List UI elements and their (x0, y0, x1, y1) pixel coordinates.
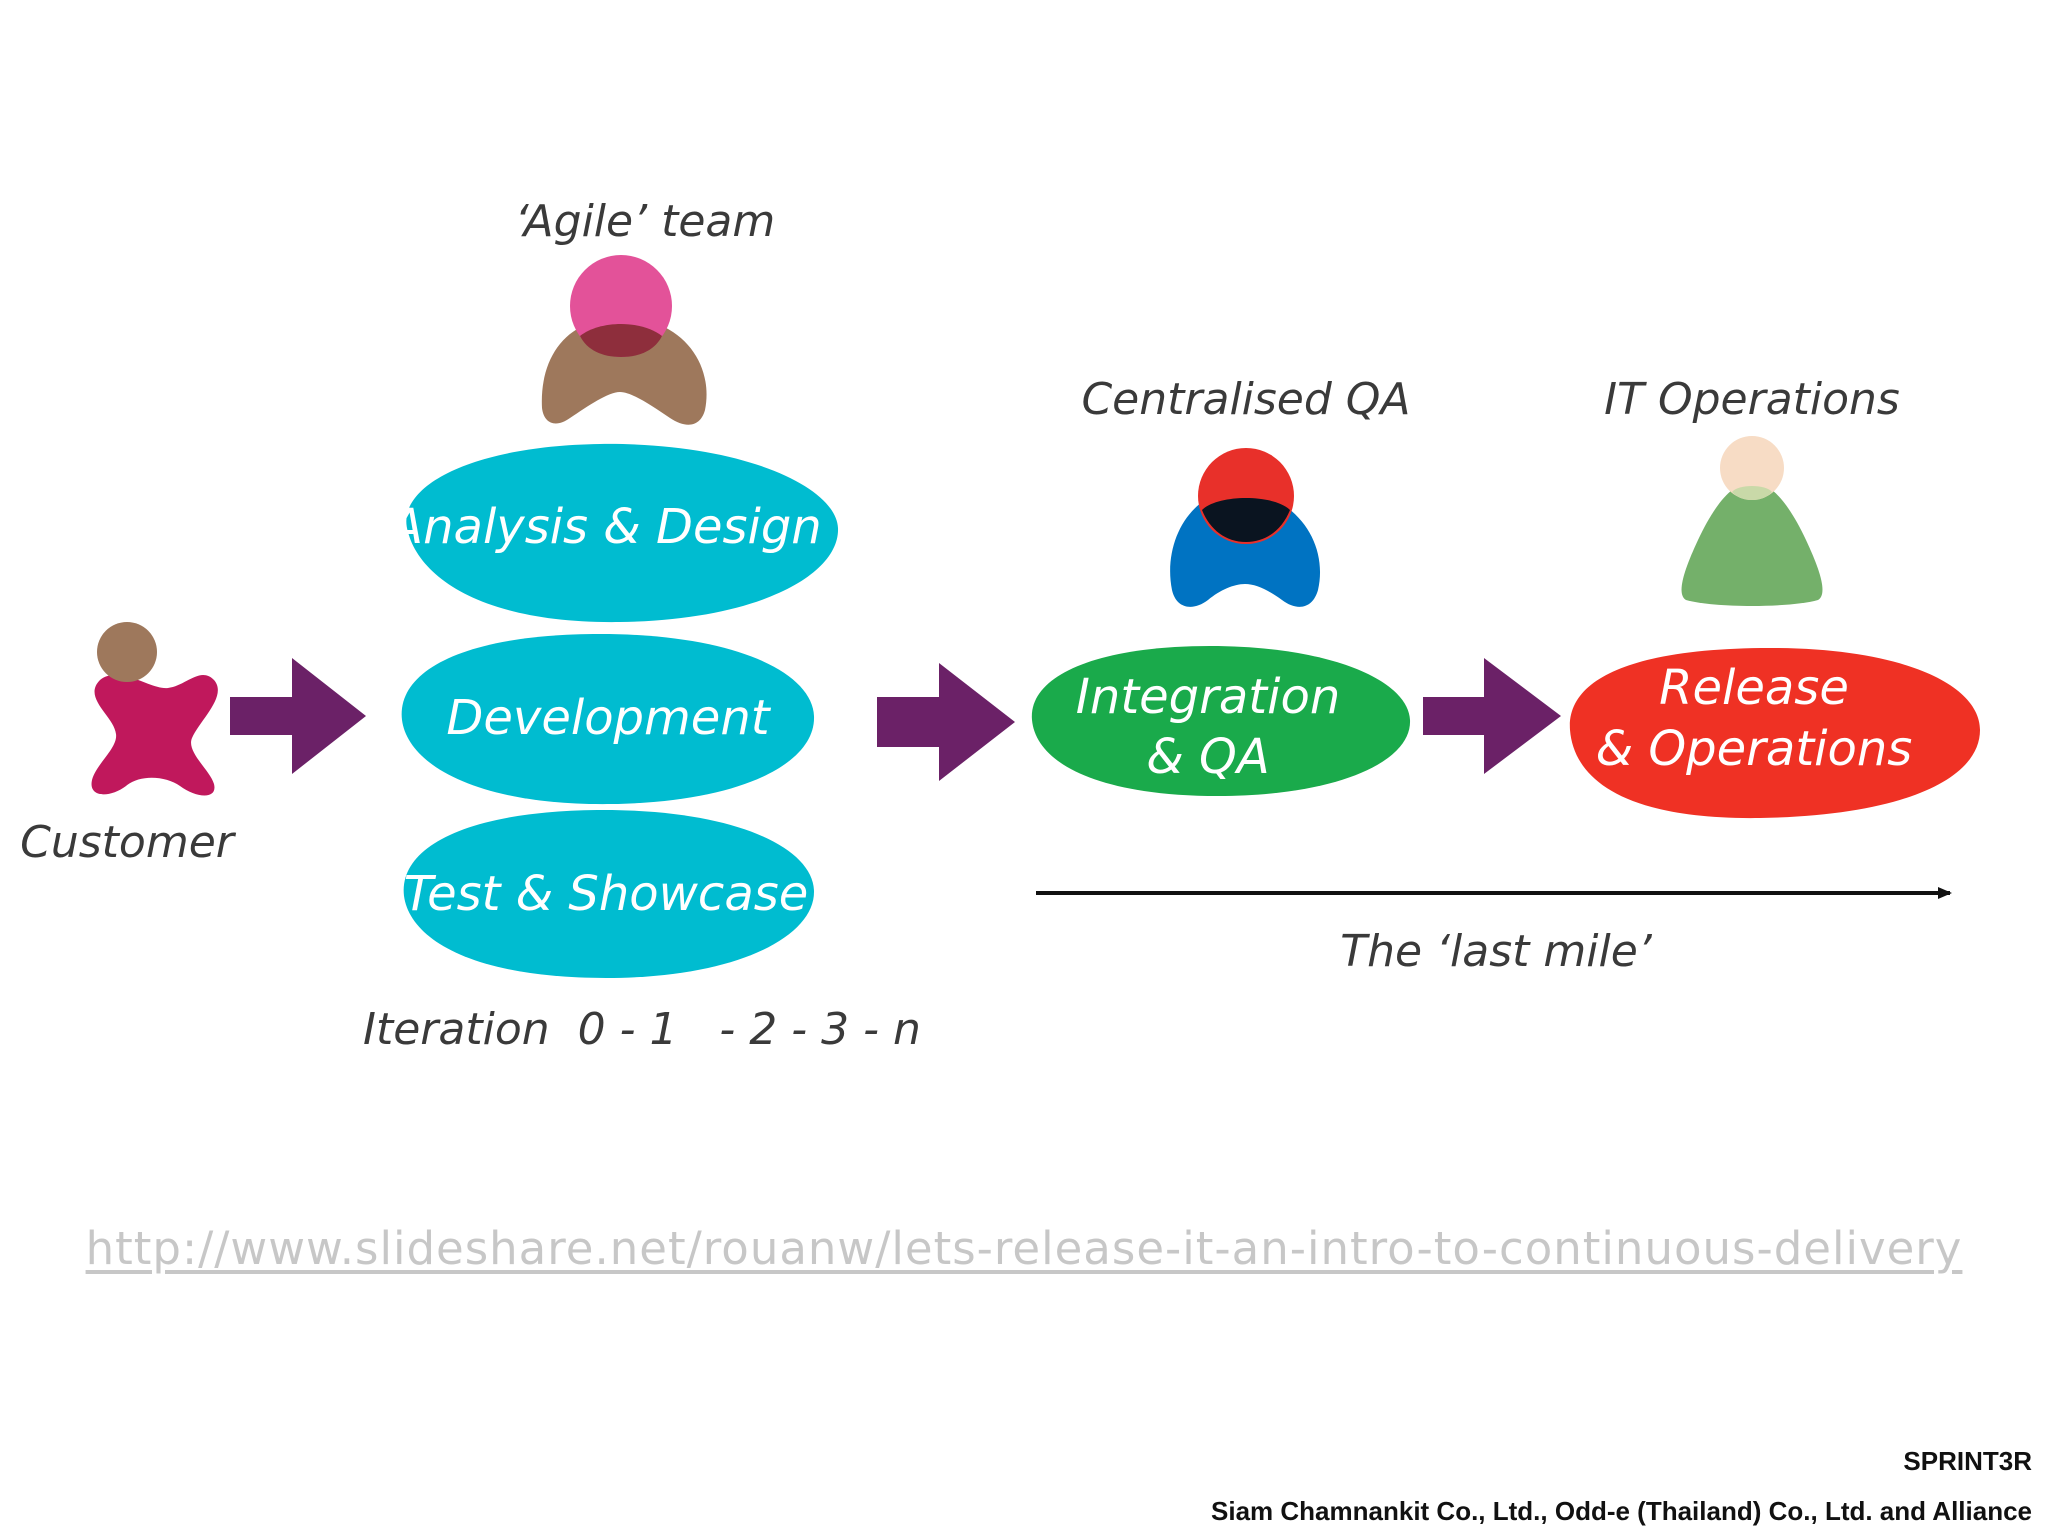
integration-qa-blob (1031, 646, 1411, 796)
source-link[interactable]: http://www.slideshare.net/rouanw/lets-re… (85, 1222, 1963, 1275)
agile-person-body (541, 319, 707, 425)
ops-person-overlap (1732, 486, 1772, 500)
ops-person-icon (1681, 436, 1823, 606)
arrow-customer-to-agile (230, 658, 366, 774)
integration-label-line2: & QA (1146, 729, 1269, 785)
customer-label: Customer (20, 817, 237, 868)
it-operations-label: IT Operations (1604, 374, 1900, 425)
ops-person-body (1681, 482, 1823, 606)
agile-team-person-icon (541, 255, 707, 425)
agile-team-label: ‘Agile’ team (515, 196, 775, 247)
customer-head (97, 622, 157, 682)
release-label-line2: & Operations (1596, 721, 1913, 777)
brand-name: SPRINT3R (1903, 1446, 2032, 1476)
analysis-design-blob (406, 443, 839, 623)
ops-person-head (1720, 436, 1784, 500)
centralised-qa-label: Centralised QA (1081, 374, 1410, 425)
release-label-line1: Release (1659, 660, 1849, 716)
qa-person-icon (1170, 448, 1321, 607)
arrow-qa-to-ops (1423, 658, 1561, 774)
agile-person-overlap (580, 324, 662, 357)
customer-icon (91, 622, 218, 796)
qa-person-overlap (1202, 498, 1290, 542)
integration-label-line1: Integration (1076, 669, 1341, 725)
last-mile-label: The ‘last mile’ (1340, 926, 1653, 977)
test-showcase-blob (403, 810, 814, 978)
development-blob (401, 634, 815, 805)
arrow-agile-to-qa (877, 663, 1015, 781)
test-showcase-label: Test & Showcase (404, 866, 809, 922)
footer-credits: Siam Chamnankit Co., Ltd., Odd-e (Thaila… (1211, 1496, 2032, 1526)
customer-body (91, 674, 218, 796)
iteration-label: Iteration 0 - 1 - 2 - 3 - n (363, 1004, 921, 1055)
analysis-design-label: Analysis & Design (387, 499, 821, 555)
release-operations-blob (1569, 648, 1980, 819)
development-label: Development (446, 690, 771, 746)
